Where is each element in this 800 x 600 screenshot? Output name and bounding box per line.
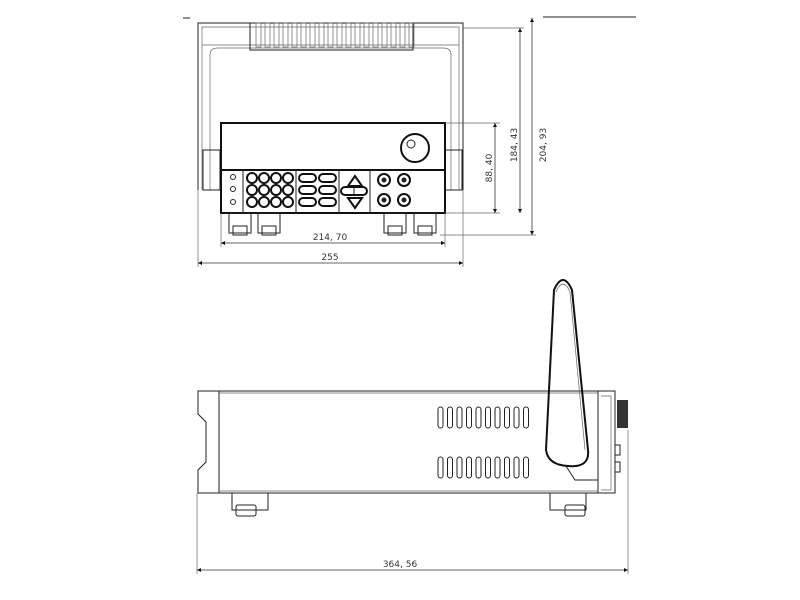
keypad-button <box>270 172 282 184</box>
vent-slot <box>447 406 453 429</box>
keypad-button <box>282 196 294 208</box>
grip-rib <box>399 22 406 48</box>
front-dimensions: 214, 70 255 88, 40 184, 43 204, 93 <box>197 18 549 267</box>
grip-rib <box>336 22 343 48</box>
grip-rib <box>291 22 298 48</box>
keypad-button <box>246 184 258 196</box>
vent-slot <box>494 406 501 429</box>
vent-slot <box>437 456 444 479</box>
grip-rib <box>273 22 280 48</box>
carry-handle <box>197 22 464 191</box>
keypad-button <box>282 184 294 196</box>
keypad-button <box>258 196 270 208</box>
vent-slot <box>485 406 491 429</box>
grip-rib <box>264 22 271 48</box>
vent-slot <box>504 406 510 429</box>
function-key <box>298 173 317 183</box>
grip-rib <box>354 22 361 48</box>
dimension-label-overall-width: 255 <box>321 253 338 263</box>
dimension-label-overall-height: 204, 93 <box>539 128 549 162</box>
grip-rib <box>372 22 379 48</box>
dimension-label-panel-width: 214, 70 <box>313 233 348 243</box>
vent-slot <box>494 456 501 479</box>
keypad-button <box>270 196 282 208</box>
indicator-led <box>230 199 236 205</box>
grip-rib <box>255 22 262 48</box>
grip-rib <box>327 22 334 48</box>
vent-slot <box>475 406 482 429</box>
function-key <box>298 197 317 207</box>
keypad-button <box>246 196 258 208</box>
keypad-button <box>270 184 282 196</box>
grip-rib <box>408 22 415 48</box>
vent-slot <box>437 406 444 429</box>
grip-rib <box>300 22 307 48</box>
vent-slot <box>485 456 491 479</box>
keypad-button <box>246 172 258 184</box>
numeric-keypad <box>246 172 294 208</box>
ventilation-slots <box>437 406 529 479</box>
vent-slot <box>466 406 472 429</box>
vent-slot <box>523 406 529 429</box>
output-terminals <box>377 173 411 207</box>
dimension-label-panel-height: 88, 40 <box>485 153 495 182</box>
rotary-knob <box>400 133 430 163</box>
vent-slot <box>504 456 510 479</box>
grip-rib <box>318 22 325 48</box>
handle-side <box>544 279 590 468</box>
vent-slot <box>475 456 482 479</box>
keypad-button <box>258 184 270 196</box>
function-key <box>318 173 337 183</box>
keypad-button <box>258 172 270 184</box>
function-key <box>318 185 337 195</box>
grip-rib <box>390 22 397 48</box>
vent-slot <box>466 456 472 479</box>
function-key <box>298 185 317 195</box>
vent-slot <box>513 456 520 479</box>
vent-slot <box>513 406 520 429</box>
vent-slot <box>523 456 529 479</box>
side-feet <box>231 492 587 517</box>
down-arrow-icon <box>346 197 364 210</box>
indicator-led <box>230 186 236 192</box>
side-view <box>197 279 628 517</box>
function-key <box>318 197 337 207</box>
grip-rib <box>309 22 316 48</box>
grip-rib <box>363 22 370 48</box>
feet <box>228 212 437 236</box>
dimension-label-overall-depth: 364, 56 <box>383 560 418 570</box>
front-view <box>197 22 464 236</box>
side-dimensions: 364, 56 <box>196 430 629 574</box>
front-panel <box>220 122 446 214</box>
knob-side <box>617 400 628 428</box>
vent-slot <box>447 456 453 479</box>
vent-slot <box>456 456 463 479</box>
indicator-led <box>230 174 236 180</box>
up-arrow-icon <box>346 174 364 187</box>
grip-rib <box>381 22 388 48</box>
chassis-side <box>197 390 599 494</box>
dimension-label-body-height: 184, 43 <box>510 128 520 162</box>
vent-slot <box>456 406 463 429</box>
grip-rib <box>345 22 352 48</box>
grip-rib <box>282 22 289 48</box>
keypad-button <box>282 172 294 184</box>
function-keys <box>298 173 337 207</box>
